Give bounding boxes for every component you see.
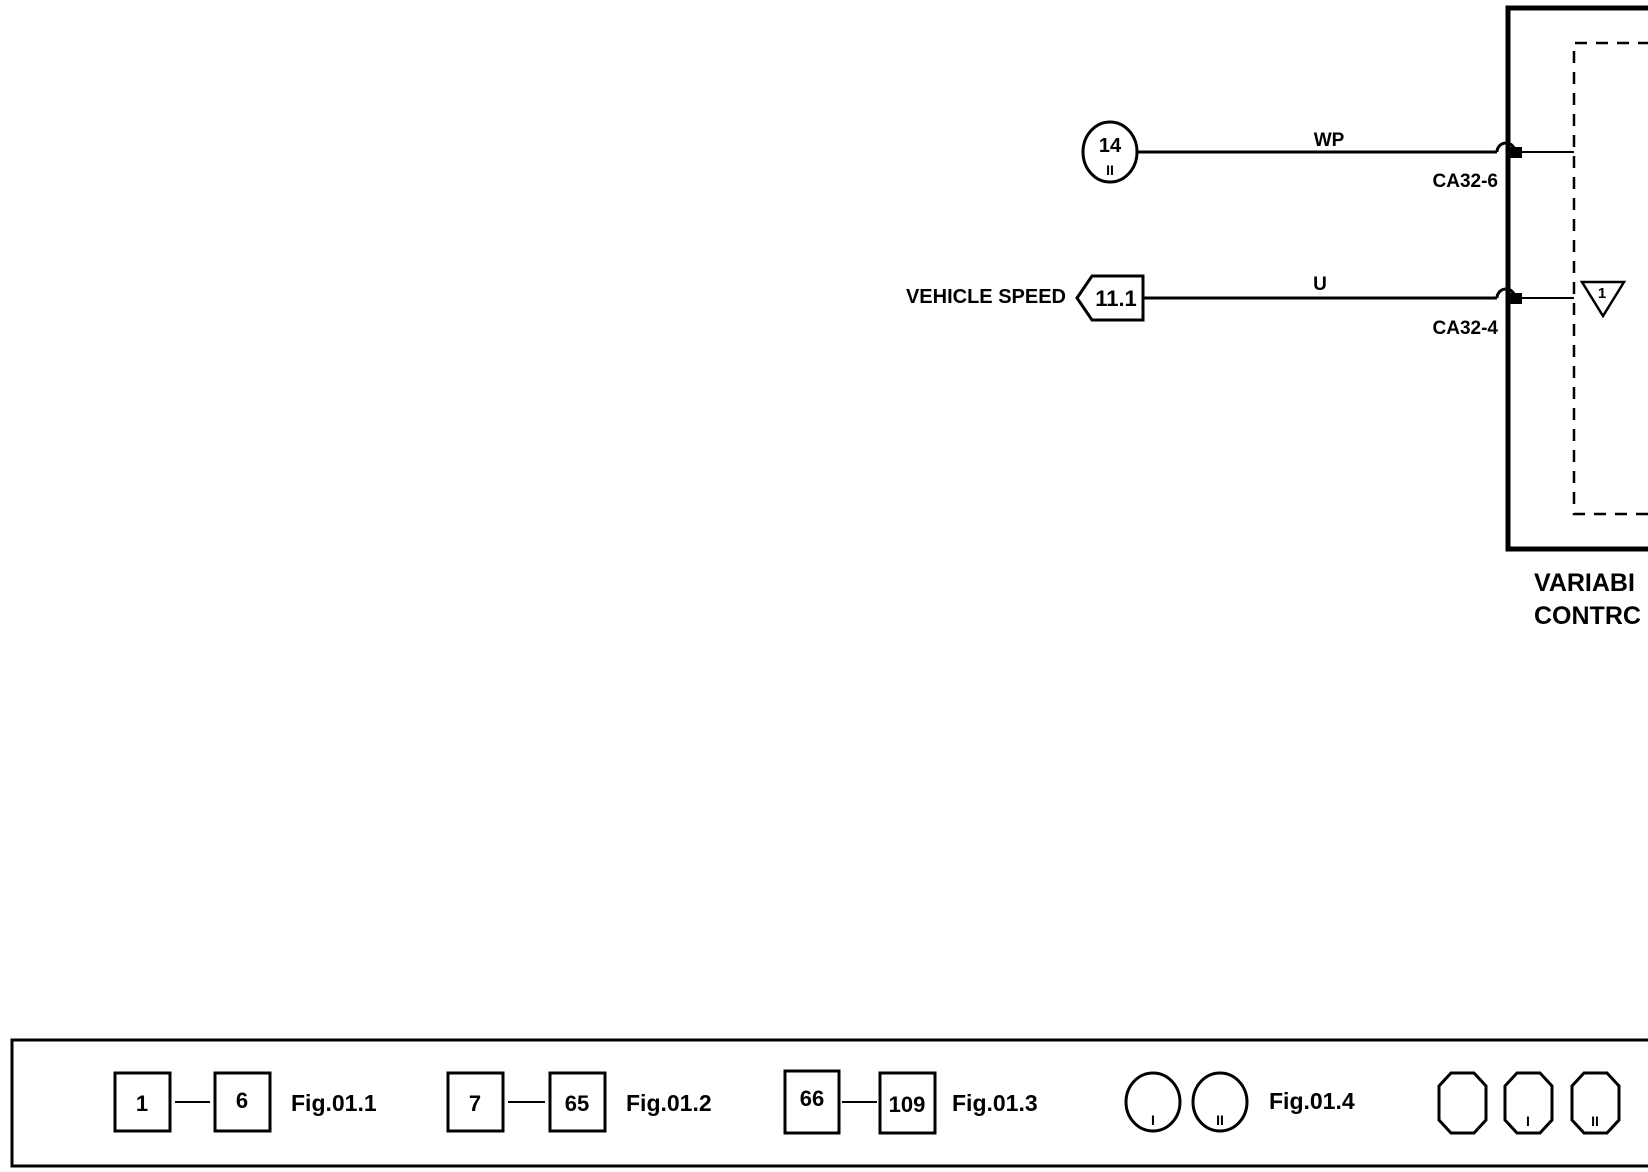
signal-reference-number: 11.1 — [1095, 286, 1137, 311]
wire-color-code: U — [1313, 274, 1327, 295]
legend-range-end: 65 — [565, 1091, 589, 1116]
internal-triangle-symbol: 1 — [1579, 280, 1627, 319]
module-label-line1: VARIABI — [1534, 569, 1635, 597]
legend-range-end: 6 — [236, 1088, 248, 1113]
legend-figure-ref: Fig.01.1 — [291, 1090, 377, 1116]
connector-pin-label: CA32-4 — [1433, 318, 1499, 339]
legend-range-start: 1 — [136, 1091, 148, 1116]
legend-octagon-label: II — [1591, 1113, 1599, 1129]
connector-pin-label: CA32-6 — [1433, 171, 1498, 192]
wire-u: U CA32-4 — [1143, 274, 1574, 339]
legend-figure-ref: Fig.01.4 — [1269, 1088, 1355, 1114]
wire-color-code: WP — [1314, 130, 1345, 151]
module-label-line2: CONTRC — [1534, 602, 1641, 630]
legend-range-start: 7 — [469, 1091, 481, 1116]
legend-circles: I II Fig.01.4 — [1124, 1071, 1355, 1133]
legend-circle-label: I — [1151, 1112, 1155, 1128]
reference-circle: 14 II — [1081, 120, 1139, 184]
internal-symbol-number: 1 — [1598, 285, 1606, 302]
module-internal-block — [1572, 41, 1648, 516]
wire-wp: WP CA32-6 — [1138, 130, 1574, 192]
reference-circle-sub: II — [1106, 162, 1114, 178]
legend-circle-label: II — [1216, 1112, 1224, 1128]
legend-figure-ref: Fig.01.3 — [952, 1090, 1038, 1116]
legend-group: 1 6 Fig.01.1 — [113, 1071, 377, 1133]
legend-figure-ref: Fig.01.2 — [626, 1090, 712, 1116]
legend-octagon-label: I — [1526, 1113, 1530, 1129]
legend-octagons: I II — [1437, 1071, 1621, 1135]
legend-frame — [10, 1038, 1648, 1168]
module-housing — [1505, 5, 1648, 552]
reference-circle-number: 14 — [1099, 135, 1122, 157]
legend-range-end: 109 — [889, 1092, 926, 1117]
signal-reference-tag: 11.1 — [1075, 274, 1145, 322]
legend-range-start: 66 — [800, 1086, 824, 1111]
signal-label: VEHICLE SPEED — [906, 286, 1066, 308]
legend-group: 66 109 Fig.01.3 — [783, 1069, 1038, 1135]
legend-group: 7 65 Fig.01.2 — [446, 1071, 712, 1133]
